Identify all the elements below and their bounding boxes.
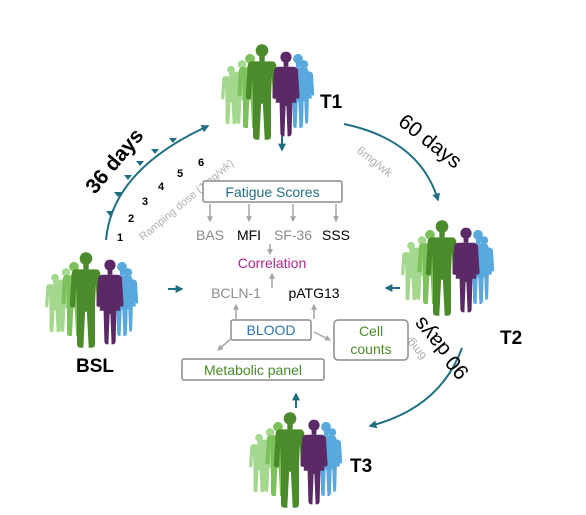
step-label-3: 3 [142,196,148,208]
arrow-blood-to-metabolic [217,337,233,351]
step-label-5: 5 [177,168,183,180]
group-t3-figures [249,412,342,507]
label-t2: T2 [500,328,522,349]
cell-counts-box [333,319,409,361]
measure-bas: BAS [196,227,224,243]
arrows-fatigue-to-measures [207,204,339,223]
arrows-blood-to-biomarkers [233,303,317,319]
label-bsl: BSL [76,356,114,377]
metabolic-panel-label: Metabolic panel [204,362,302,378]
cell-counts-line2: counts [350,341,391,357]
cell-counts-line1: Cell [359,323,383,339]
group-t1-figures [221,44,314,139]
measure-sf36: SF-36 [274,227,312,243]
phase2-duration: 60 days [394,110,466,173]
arrow-phase1 [105,125,210,241]
fatigue-scores-label: Fatigue Scores [225,184,319,200]
step-label-1: 1 [117,232,123,244]
biomarker-patg13: pATG13 [288,285,339,301]
arrow-blood-to-cellcounts [313,331,332,341]
phase1-step-labels: 1 2 3 4 5 6 [117,157,204,244]
label-t3: T3 [350,456,372,477]
arrow-phase2 [343,123,440,202]
fatigue-scores-box [202,180,343,203]
group-t2-figures [401,220,494,315]
step-label-2: 2 [128,213,134,225]
dose-step-markers [106,138,177,216]
measure-sss: SSS [322,227,350,243]
phase2-dose: 6mg/wk [354,143,396,180]
step-label-6: 6 [198,157,204,169]
measure-mfi: MFI [237,227,261,243]
blood-label: BLOOD [246,322,295,338]
metabolic-panel-box [181,358,325,381]
group-bsl-figures [45,252,138,347]
biomarker-bcln1: BCLN-1 [211,285,261,301]
correlation-label: Correlation [238,255,306,271]
arrow-phase3 [368,347,463,429]
blood-box [230,319,312,341]
step-label-4: 4 [158,181,165,193]
label-t1: T1 [320,92,343,113]
